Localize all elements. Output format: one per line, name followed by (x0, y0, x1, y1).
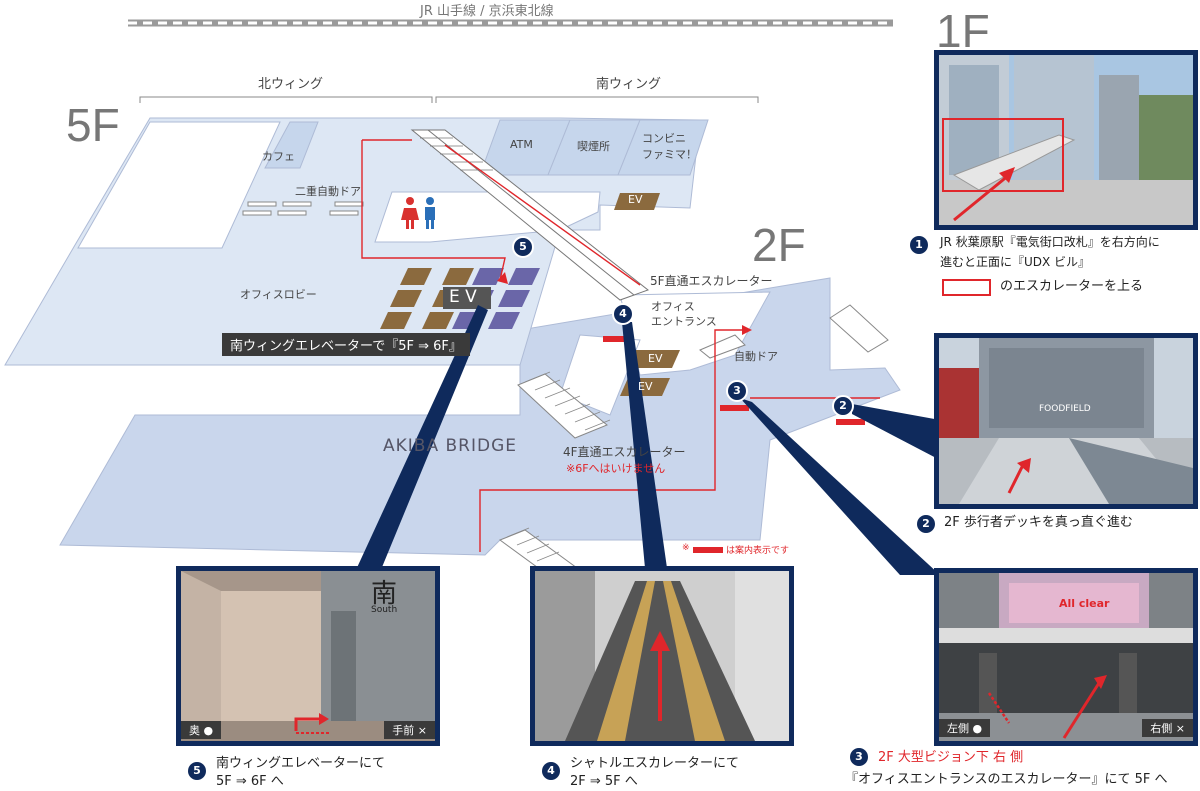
sign-mark-3 (720, 405, 749, 411)
step-1-legend: のエスカレーターを上る (1000, 279, 1144, 294)
step-3-text-1: 2F 大型ビジョン下 右 側 (878, 750, 1024, 765)
photo-5-south-label: South (371, 605, 398, 615)
sign-mark-4 (603, 336, 632, 342)
photo-2-building-sign: FOODFIELD (1039, 404, 1091, 414)
map-marker-4: 4 (612, 303, 634, 325)
photo-2-pedestrian-deck: FOODFIELD (934, 333, 1198, 509)
escalator-5f-label: 5F直通エスカレーター (650, 274, 773, 288)
famima-label: ファミマ！ (642, 148, 697, 161)
5f-north-block (77, 121, 281, 249)
step-1-text-2: 進むと正面に『UDX ビル』 (940, 255, 1091, 269)
step-4-text-1: シャトルエスカレーターにて (570, 756, 740, 771)
ev-2f-a-label: EV (648, 352, 663, 365)
ev-2f-b-label: EV (638, 380, 653, 393)
step-3-number: 3 (850, 748, 868, 766)
escalator-4f-warning: ※6Fへはいけません (566, 462, 666, 475)
ev-large-label: E V (449, 287, 477, 307)
photo-1-station-escalator (934, 50, 1198, 230)
escalator-right-mark (829, 304, 889, 353)
map-marker-5: 5 (512, 236, 534, 258)
rail-label: JR 山手線 / 京浜東北線 (420, 4, 554, 19)
route-arrow-5 (497, 272, 508, 284)
step-5-text-2: 5F ⇒ 6F へ (216, 774, 284, 789)
sign-note-prefix: ※ (682, 543, 690, 553)
wedge-3 (740, 398, 940, 575)
photo-5-back-tag: 奥 ● (181, 721, 222, 739)
photo-5-front-tag: 手前 × (384, 721, 435, 739)
ev-2f-a (627, 350, 680, 368)
ev-small-label: EV (628, 193, 643, 206)
wedge-2 (852, 404, 940, 460)
atm-label: ATM (510, 138, 533, 151)
step-2-number: 2 (917, 515, 935, 533)
route-arrow-3 (742, 325, 752, 335)
photo-5-kanji: 南 (371, 579, 398, 609)
step-5-number: 5 (188, 762, 206, 780)
red-frame-legend (942, 279, 991, 296)
photo-3-left-tag: 左側 ● (939, 719, 991, 737)
floor-label-5f: 5F (66, 99, 120, 151)
step-5-text-1: 南ウィングエレベーターにて (216, 756, 386, 771)
auto-door-label: 自動ドア (734, 350, 778, 363)
route-line (361, 139, 880, 552)
south-wing-label: 南ウィング (596, 77, 662, 92)
photo-1-scene (939, 55, 1193, 225)
ev-small-5f (614, 193, 660, 210)
step-1-text-1: JR 秋葉原駅『電気街口改札』を右方向に (940, 235, 1160, 249)
office-lobby-label: オフィスロビー (240, 288, 317, 301)
step-1-number: 1 (910, 236, 928, 254)
office-entrance-label-2: エントランス (651, 315, 717, 328)
wedge-5 (355, 305, 488, 572)
north-wing-bracket (139, 96, 433, 103)
escalator-4f-label: 4F直通エスカレーター (563, 445, 686, 459)
smoking-label: 喫煙所 (577, 140, 610, 153)
north-wing-label: 北ウィング (258, 77, 324, 92)
elevator-banner: 南ウィングエレベーターで『5F ⇒ 6F』 (222, 333, 470, 356)
sign-legend-mark (693, 547, 723, 553)
floor-label-2f: 2F (752, 219, 806, 271)
step-3-text-2: 『オフィスエントランスのエスカレーター』にて 5F へ (845, 772, 1168, 787)
photo-4-scene (535, 571, 789, 741)
photo-3-billboard-text: All clear (1059, 597, 1110, 610)
double-door-marks (242, 201, 364, 216)
photo-5-scene (181, 571, 435, 741)
wedge-4 (622, 322, 667, 568)
photo-2-scene (939, 338, 1193, 504)
photo-3-large-vision: All clear 左側 ● 右側 × (934, 568, 1198, 746)
map-marker-3: 3 (726, 380, 748, 402)
cafe-label: カフェ (262, 150, 295, 163)
step-4-number: 4 (542, 762, 560, 780)
akiba-bridge-label: AKIBA BRIDGE (383, 436, 517, 456)
office-entrance-label-1: オフィス (651, 300, 695, 313)
photo-5-south-wing-elevator: 南 South 奥 ● 手前 × (176, 566, 440, 746)
sign-note-suffix: は案内表示です (726, 546, 790, 556)
photo-3-right-tag: 右側 × (1142, 719, 1193, 737)
convenience-block (617, 119, 709, 176)
sign-mark-2 (836, 419, 865, 425)
convenience-label: コンビニ (642, 132, 686, 145)
double-door-label: 二重自動ドア (295, 185, 361, 198)
step-2-text: 2F 歩行者デッキを真っ直ぐ進む (944, 515, 1133, 530)
restroom-icon (401, 197, 435, 229)
cafe-block (264, 121, 319, 169)
auto-door-mark (699, 334, 746, 359)
floor-label-1f: 1F (936, 5, 990, 57)
map-marker-2: 2 (832, 395, 854, 417)
step-4-text-2: 2F ⇒ 5F へ (570, 774, 638, 789)
photo-4-shuttle-escalator (530, 566, 794, 746)
photo-3-scene (939, 573, 1193, 741)
south-wing-bracket (435, 96, 759, 103)
elevator-cars-5f (380, 268, 540, 329)
